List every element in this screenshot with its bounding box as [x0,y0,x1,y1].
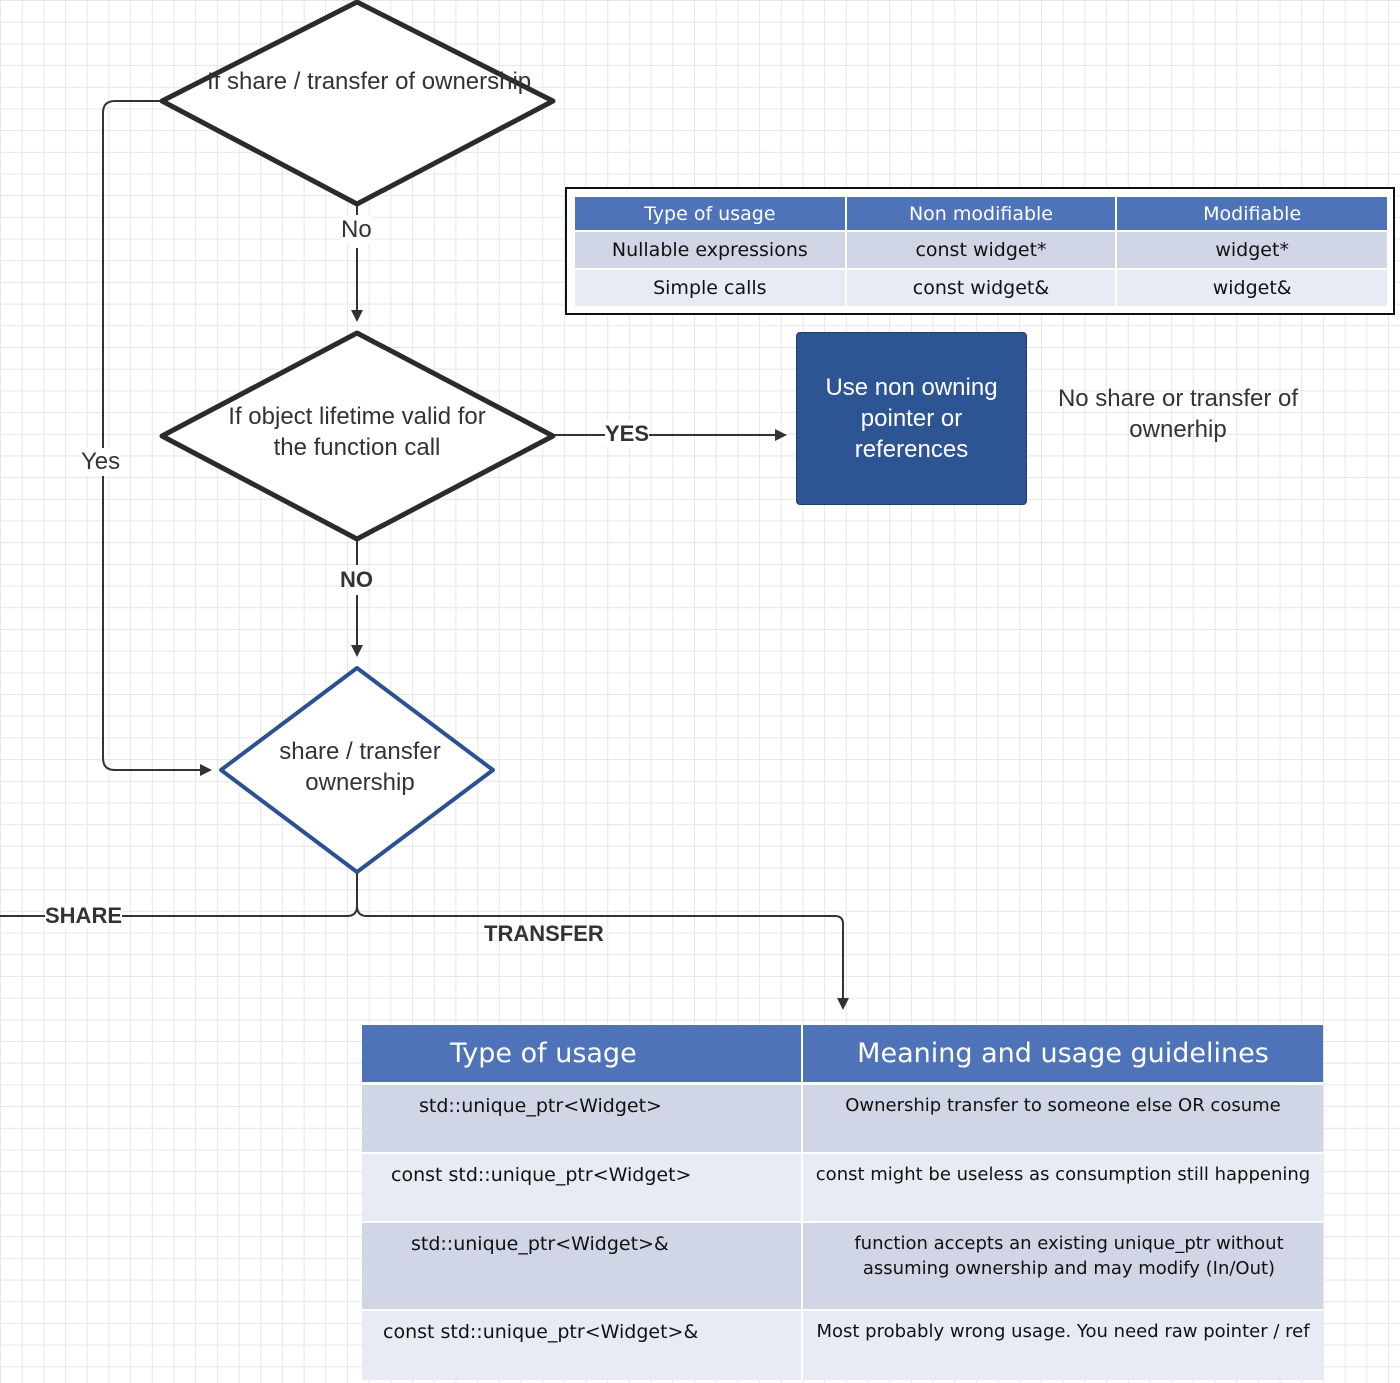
guidelines-header-type: Type of usage [362,1025,803,1085]
guidelines-header-row: Type of usage Meaning and usage guidelin… [362,1025,1323,1085]
label-transfer: TRANSFER [484,921,604,946]
usage-header-nonmod: Non modifiable [845,197,1118,231]
non-owning-result-box: Use non owning pointer or references [796,332,1027,505]
table-cell: widget& [1116,268,1387,306]
label-share: SHARE [45,903,123,929]
table-cell: function accepts an existing unique_ptr … [802,1220,1323,1310]
transfer-connector [356,905,849,1010]
label-no-caps: NO [340,567,373,592]
table-cell: Ownership transfer to someone else OR co… [802,1082,1323,1153]
table-cell: const might be useless as consumption st… [802,1151,1323,1222]
usage-table: Type of usage Non modifiable Modifiable … [575,197,1387,306]
lifetime-decision-text: If object lifetime valid for the functio… [228,403,486,461]
guidelines-table: Type of usage Meaning and usage guidelin… [362,1025,1323,1380]
table-row: std::unique_ptr<Widget> Ownership transf… [362,1082,1323,1153]
table-cell: widget* [1116,230,1387,269]
table-row: const std::unique_ptr<Widget>& Most prob… [362,1308,1323,1380]
label-yes: Yes [81,448,121,476]
table-row: std::unique_ptr<Widget>& function accept… [362,1220,1323,1310]
ownership-decision-text: If share / transfer of ownership [207,68,532,95]
no-share-note: No share or transfer of ownerhip [1057,385,1299,443]
table-cell: const widget& [845,268,1118,306]
table-cell: std::unique_ptr<Widget>& [362,1220,803,1310]
usage-header-type: Type of usage [575,197,847,231]
table-row: Simple calls const widget& widget& [575,268,1387,306]
table-cell: const std::unique_ptr<Widget> [362,1151,803,1222]
table-cell: Most probably wrong usage. You need raw … [802,1308,1323,1380]
table-row: const std::unique_ptr<Widget> const migh… [362,1151,1323,1222]
ownership-decision-diamond [159,0,556,207]
table-cell: std::unique_ptr<Widget> [362,1082,803,1153]
table-cell: const std::unique_ptr<Widget>& [362,1308,803,1380]
yes-connector [102,100,212,776]
share-transfer-text: share / transfer ownership [279,738,441,796]
share-transfer-diamond [219,666,495,874]
label-yes-caps: YES [605,421,650,447]
usage-header-mod: Modifiable [1116,197,1387,231]
table-cell: Simple calls [575,268,847,306]
label-no: No [341,216,372,244]
guidelines-header-meaning: Meaning and usage guidelines [802,1025,1323,1085]
non-owning-result-text: Use non owning pointer or references [825,374,998,463]
usage-table-header-row: Type of usage Non modifiable Modifiable [575,197,1387,231]
lifetime-decision-diamond [159,330,556,542]
table-row: Nullable expressions const widget* widge… [575,230,1387,269]
table-cell: Nullable expressions [575,230,847,269]
table-cell: const widget* [845,230,1118,269]
